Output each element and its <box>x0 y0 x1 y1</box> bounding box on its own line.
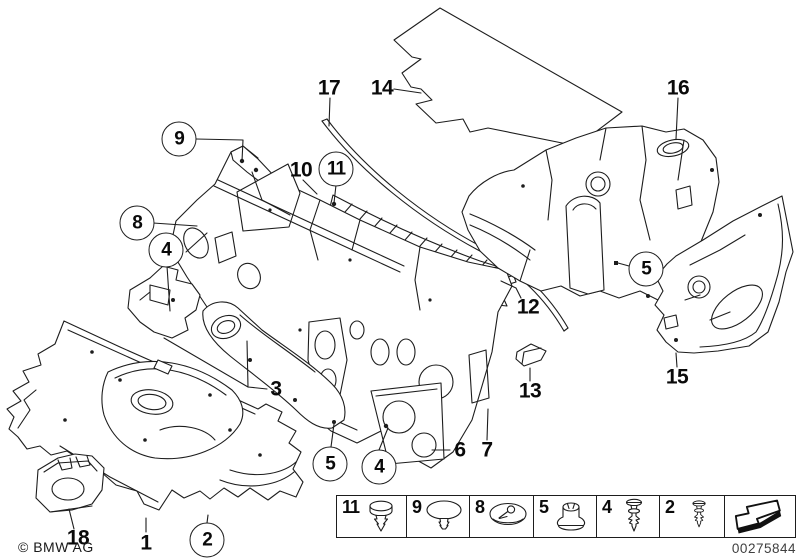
leader-lines <box>68 88 679 533</box>
callout-10-3[interactable]: 10 <box>289 158 313 182</box>
callout-11-4[interactable]: 11 <box>318 151 354 187</box>
callout-5-13[interactable]: 5 <box>312 446 348 482</box>
part-1-2-hood-insulation <box>6 320 304 511</box>
part-18-bracket <box>35 453 105 513</box>
callout-5-15[interactable]: 5 <box>628 251 664 287</box>
legend-cell-11[interactable]: 11 <box>337 496 406 537</box>
legend-ref-9: 9 <box>412 497 422 517</box>
callout-4-2[interactable]: 4 <box>148 232 184 268</box>
direction-arrow-icon <box>734 499 783 534</box>
callout-16-7[interactable]: 16 <box>666 76 690 100</box>
callout-2-19[interactable]: 2 <box>189 522 225 558</box>
callout-1-18[interactable]: 1 <box>140 531 152 555</box>
legend-cell-8[interactable]: 8 <box>469 496 533 537</box>
callout-18-17[interactable]: 18 <box>66 526 90 550</box>
callout-14-6[interactable]: 14 <box>370 76 394 100</box>
part-15-door-insulation <box>654 195 794 354</box>
fastener-legend: 11 9 8 5 4 2 <box>336 495 796 538</box>
document-number: 00275844 <box>731 541 796 556</box>
legend-ref-8: 8 <box>475 497 485 517</box>
callout-17-5[interactable]: 17 <box>317 76 341 100</box>
callout-9-0[interactable]: 9 <box>161 121 197 157</box>
legend-ref-4: 4 <box>602 497 612 517</box>
callout-7-12[interactable]: 7 <box>481 438 493 462</box>
legend-ref-2: 2 <box>665 497 675 517</box>
part-14-insulation-panel <box>393 7 623 147</box>
callout-15-16[interactable]: 15 <box>665 365 689 389</box>
dome-fastener-icon <box>426 499 462 530</box>
callout-4-14[interactable]: 4 <box>361 449 397 485</box>
legend-cell-9[interactable]: 9 <box>406 496 469 537</box>
legend-cell-2[interactable]: 2 <box>659 496 724 537</box>
copyright-text: © BMW AG <box>18 539 94 555</box>
legend-cell-4[interactable]: 4 <box>596 496 659 537</box>
screw-rivet-icon <box>692 499 706 527</box>
part-13-wedge <box>515 343 547 367</box>
expanding-screw-rivet-icon <box>625 498 643 532</box>
slotted-disc-fastener-icon <box>489 502 527 525</box>
callout-8-1[interactable]: 8 <box>119 205 155 241</box>
duct-arm <box>202 301 346 429</box>
callout-12-8[interactable]: 12 <box>516 295 540 319</box>
callout-3-10[interactable]: 3 <box>270 377 282 401</box>
legend-cell-5[interactable]: 5 <box>533 496 596 537</box>
grommet-icon <box>556 501 586 531</box>
legend-cell-direction-arrow <box>724 496 790 537</box>
legend-ref-5: 5 <box>539 497 549 517</box>
callout-13-9[interactable]: 13 <box>518 379 542 403</box>
callout-6-11[interactable]: 6 <box>454 438 466 462</box>
expanding-rivet-clip-icon <box>369 500 393 532</box>
legend-ref-11: 11 <box>342 497 360 517</box>
